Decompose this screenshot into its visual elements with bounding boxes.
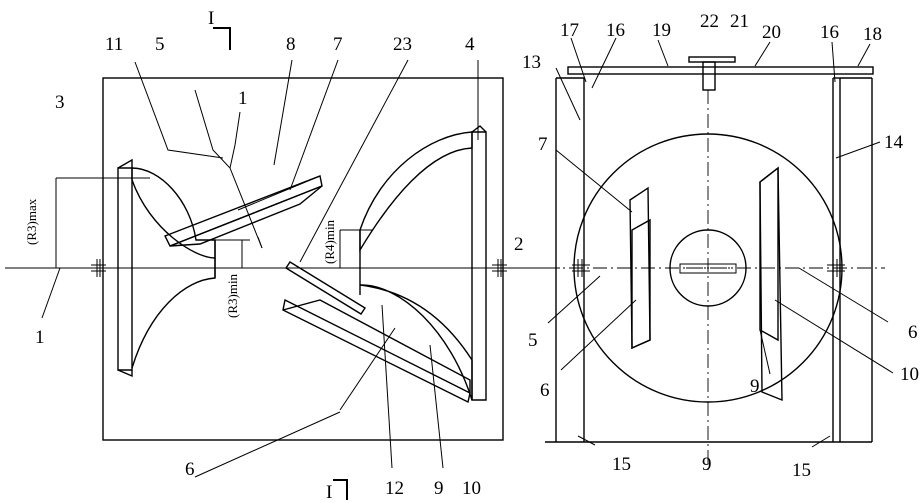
section-mark-top (213, 27, 231, 50)
label-22: 22 (700, 11, 719, 32)
labels: 11 5 1 3 8 7 23 4 2 1 6 12 9 10 I I (R3)… (24, 8, 919, 503)
element-3 (117, 158, 216, 378)
label-9-left: 9 (434, 478, 444, 499)
leader-11 (134, 61, 224, 159)
label-7-left: 7 (333, 34, 343, 55)
section-label-top: I (208, 8, 214, 29)
label-9-right: 9 (750, 376, 760, 397)
leader-5 (194, 89, 263, 249)
label-10-right: 10 (900, 364, 919, 385)
element-7-blade (164, 175, 323, 247)
label-13: 13 (522, 52, 541, 73)
section-mark-bottom (333, 479, 348, 500)
left-frame (102, 77, 504, 441)
spindle-22 (702, 61, 716, 91)
leader-23 (299, 59, 409, 263)
top-plate (567, 66, 874, 75)
label-15-right: 15 (792, 460, 811, 481)
element-9-blade (282, 298, 471, 404)
label-7-right: 7 (538, 134, 548, 155)
label-2: 2 (514, 234, 524, 255)
label-12: 12 (385, 478, 404, 499)
dim-r3max-label: (R3)max (24, 198, 39, 245)
label-3: 3 (55, 92, 65, 113)
leader-9 (381, 304, 393, 469)
label-8: 8 (286, 34, 296, 55)
arrow-tip (257, 236, 263, 249)
label-16-right: 16 (820, 22, 839, 43)
label-6-right-left: 6 (540, 380, 550, 401)
dim-r3min-label: (R3)min (225, 273, 240, 318)
label-10-left: 10 (462, 478, 481, 499)
label-23: 23 (393, 34, 412, 55)
leader-7 (289, 59, 339, 191)
label-19: 19 (652, 20, 671, 41)
label-1-left: 1 (35, 327, 45, 348)
leader-12 (339, 327, 396, 411)
dim-r4min-label: (R4)min (322, 219, 337, 264)
label-18: 18 (863, 24, 882, 45)
label-15-left: 15 (612, 454, 631, 475)
label-21: 21 (730, 11, 749, 32)
label-20: 20 (762, 22, 781, 43)
label-14: 14 (884, 132, 904, 153)
label-6-left: 6 (185, 459, 195, 480)
seal-right-view-right (827, 259, 845, 277)
label-17: 17 (560, 20, 579, 41)
seal-left (91, 259, 106, 277)
leader-1-left (41, 267, 61, 319)
left-view (5, 27, 560, 500)
element-4 (359, 125, 487, 401)
leader-6 (194, 411, 341, 478)
label-11: 11 (105, 34, 123, 55)
label-5-right: 5 (528, 330, 538, 351)
label-6-right-right: 6 (908, 322, 918, 343)
label-4: 4 (465, 34, 475, 55)
seal-right-view-left (572, 259, 590, 277)
leader-8 (273, 59, 293, 166)
right-view (545, 37, 894, 470)
leader-10 (429, 344, 444, 469)
leader-1-top (229, 111, 241, 169)
section-label-bottom: I (326, 482, 332, 503)
element-23-rod (285, 261, 366, 315)
label-16-left: 16 (606, 20, 625, 41)
handle-21 (688, 56, 736, 63)
label-9-right-bottom: 9 (702, 454, 712, 475)
label-1-top: 1 (238, 88, 248, 109)
seal-right (492, 259, 507, 277)
label-5-left: 5 (155, 34, 165, 55)
